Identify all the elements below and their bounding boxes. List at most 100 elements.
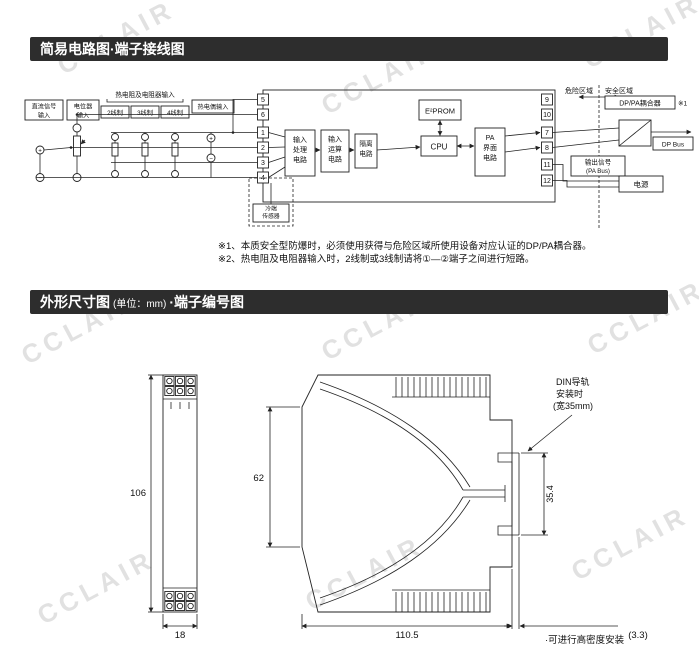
din-rail <box>497 452 519 536</box>
section1-title: 简易电路图·端子接线图 <box>40 41 185 57</box>
terminal-number: 1 <box>261 130 265 137</box>
pa-bus-out-box <box>570 155 626 177</box>
block-label: 处理 <box>293 145 307 154</box>
dim-front-height: 62 <box>253 473 264 484</box>
wire4-label: 4线制 <box>167 109 183 117</box>
isolation-block <box>354 133 378 169</box>
rtd-bracket <box>106 99 184 103</box>
rtd3-resistor <box>141 142 149 157</box>
block-label: 电路 <box>359 149 373 158</box>
dim-rail-offset: (3.3) <box>628 630 648 641</box>
side-outline <box>301 374 513 613</box>
wire3-box <box>130 105 160 119</box>
eprom-block <box>418 99 462 121</box>
dc-minus: − <box>38 175 42 182</box>
terminal-square <box>257 141 269 154</box>
terminal-number: 3 <box>261 160 265 167</box>
section1-header: 简易电路图·端子接线图 <box>30 37 668 61</box>
front-dimensions: 106 18 <box>130 374 198 641</box>
rtd2-resistor <box>111 142 119 157</box>
terminal-number: 10 <box>543 112 551 119</box>
hazard-zone-label: 危险区域 <box>565 86 593 95</box>
density-note: ·可进行高密度安装 <box>545 634 625 646</box>
terminal-square <box>257 108 269 121</box>
block-label: PA <box>486 135 495 142</box>
calc-block <box>320 129 350 173</box>
terminal-number: 8 <box>545 145 549 152</box>
block-label: 运算 <box>328 145 342 154</box>
coupler-label: DP/PA耦合器 <box>619 99 661 108</box>
cpu-label: CPU <box>431 143 448 152</box>
section2-title-main: 外形尺寸图 <box>40 294 110 310</box>
dc-plus: + <box>38 148 42 155</box>
cold-sensor-box <box>252 203 290 223</box>
eprom-label: E²PROM <box>425 107 455 116</box>
wire2-box <box>100 105 130 119</box>
din-label-3: (宽35mm) <box>553 400 593 411</box>
rtd4-resistor <box>171 142 179 157</box>
front-view <box>162 374 198 613</box>
terminal-hatch-top <box>395 377 487 397</box>
dc-input-label-box <box>24 99 64 121</box>
wire2-label: 2线制 <box>107 109 123 117</box>
wires <box>36 99 286 178</box>
dimension-drawing: 106 18 62 <box>130 374 648 646</box>
coupler-label-box <box>604 95 676 110</box>
pa-bus-out-label2: (PA Bus) <box>586 168 610 175</box>
tc-input-label-box <box>191 99 235 114</box>
dp-bus-label: DP Bus <box>662 142 685 149</box>
power-label: 电源 <box>634 179 649 189</box>
dim-width: 18 <box>175 630 186 641</box>
tc-minus: − <box>209 156 213 163</box>
coupler-ref: ※1 <box>678 101 688 108</box>
note-2: ※2、热电阻及电阻器输入时，2线制或3线制请将①—②端子之间进行短路。 <box>218 254 535 265</box>
safe-zone-label: 安全区域 <box>605 86 633 95</box>
din-label-2: 安装时 <box>556 388 583 399</box>
dim-depth: 110.5 <box>395 630 418 641</box>
pot-wiper <box>80 139 86 145</box>
terminal-square <box>257 156 269 169</box>
terminal-square <box>257 93 269 106</box>
rtd-input-label: 热电阻及电阻器输入 <box>115 90 175 99</box>
tc-plus: + <box>209 136 213 143</box>
block-label: 电路 <box>293 155 307 164</box>
pa-bus-out-label: 输出信号 <box>585 158 612 167</box>
side-view <box>301 374 520 613</box>
dc-input-label2: 输入 <box>38 112 50 120</box>
terminal-number: 5 <box>261 97 265 104</box>
terminal-number: 11 <box>543 162 550 169</box>
terminal-square <box>257 126 269 139</box>
pot-input-label2: 输入 <box>77 112 89 120</box>
section2-header: 外形尺寸图 (单位：mm) ·端子编号图 <box>30 290 668 314</box>
block-label: 电路 <box>483 153 497 162</box>
terminal-number: 6 <box>261 112 265 119</box>
terminal-number: 7 <box>545 130 549 137</box>
block-label: 电路 <box>328 155 342 164</box>
dp-bus-box <box>652 136 694 151</box>
block-label: 隔离 <box>359 139 373 148</box>
terminal-number: 2 <box>261 145 265 152</box>
terminal-hatch-bottom <box>395 592 487 612</box>
note-1: ※1、本质安全型防爆时，必须使用获得与危险区域所使用设备对应认证的DP/PA耦合… <box>218 241 592 252</box>
terminal-number: 9 <box>545 97 549 104</box>
circuit-diagram: 直流信号 输入 电位器 输入 热电阻及电阻器输入 2线制 3线制 4线制 热电偶… <box>24 85 694 230</box>
block-label: 输入 <box>293 135 307 144</box>
input-labels: 直流信号 输入 电位器 输入 热电阻及电阻器输入 2线制 3线制 4线制 热电偶… <box>24 90 235 121</box>
section2-title-tail: ·端子编号图 <box>169 294 244 310</box>
terminal-square <box>541 108 553 121</box>
cold-sensor-label: 传感器 <box>262 212 280 220</box>
side-dimensions: 62 110.5 (3.3) 35.4 DIN导轨 安装时 (宽35mm) ·可… <box>253 376 647 646</box>
pot-input-label: 电位器 <box>74 103 93 111</box>
cold-junction-zone <box>248 177 294 227</box>
terminal-number: 12 <box>543 178 551 185</box>
wire3-label: 3线制 <box>137 109 153 117</box>
section2-title-unit: (单位：mm) <box>113 298 167 310</box>
terminal-square <box>541 93 553 106</box>
terminal-number: 4 <box>261 175 265 182</box>
block-label: 输入 <box>328 135 342 144</box>
power-box <box>618 175 664 193</box>
pot-resistor <box>73 135 81 157</box>
tc-input-label: 热电偶输入 <box>198 103 229 111</box>
dc-input-label: 直流信号 <box>32 103 57 111</box>
